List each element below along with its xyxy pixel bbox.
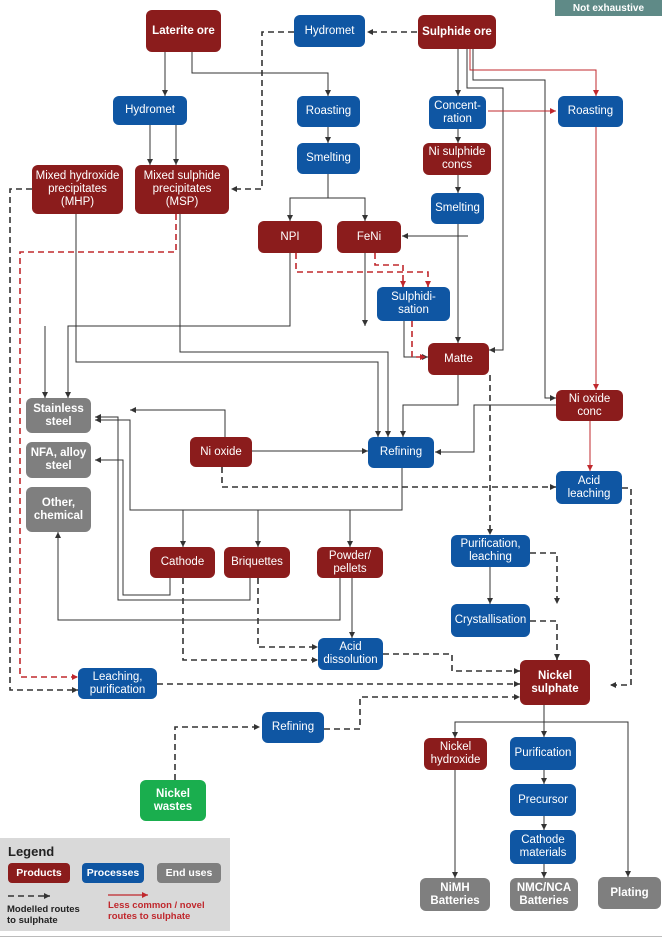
edge-npi-stainless — [65, 253, 291, 398]
node-concentration: Concent- ration — [429, 96, 486, 129]
edge-smelting-feni — [328, 197, 368, 221]
edge-powder-other — [55, 532, 341, 621]
node-stainless-steel: Stainless steel — [26, 398, 91, 433]
legend-novel-routes: Less common / novel routes to sulphate — [108, 900, 205, 922]
edge-sulphidisation-matte-red — [411, 321, 426, 360]
edge-crystallisation-nisulphate — [530, 620, 560, 660]
edge-refining-nisulphate — [324, 694, 520, 730]
node-nickel-sulphate: Nickel sulphate — [520, 660, 590, 705]
node-cathode-materials: Cathode materials — [510, 830, 576, 864]
legend: Legend Products Processes End uses Model… — [0, 838, 230, 931]
node-plating: Plating — [598, 877, 661, 909]
node-ni-oxide-conc: Ni oxide conc — [556, 390, 623, 421]
node-ni-sulphide-concs: Ni sulphide concs — [423, 143, 491, 175]
node-hydromet-left: Hydromet — [113, 96, 187, 125]
edge-acidleach-nisulphate — [610, 487, 632, 688]
node-nfa-alloy-steel: NFA, alloy steel — [26, 442, 91, 478]
node-cathode: Cathode — [150, 547, 215, 578]
node-hydromet-top: Hydromet — [294, 15, 365, 47]
node-briquettes: Briquettes — [224, 547, 290, 578]
node-smelting-right: Smelting — [431, 193, 484, 224]
edge-npi-sulphidisation-red — [295, 253, 431, 287]
node-sulphidisation: Sulphidi- sation — [377, 287, 450, 321]
edge-laterite-roasting — [191, 52, 331, 96]
not-exhaustive-badge: Not exhaustive — [555, 0, 662, 16]
node-feni: FeNi — [337, 221, 401, 253]
legend-route-lines — [8, 892, 148, 899]
edge-mhp-refining — [75, 214, 381, 437]
edge-feni-sulphidisation-red — [374, 253, 406, 287]
node-acid-dissolution: Acid dissolution — [318, 638, 383, 670]
edge-niconc-acidleach-left — [130, 407, 226, 437]
edge-mhp-leaching — [9, 188, 78, 693]
edge-acid-nisulphate — [383, 653, 520, 674]
node-msp: Mixed sulphide precipitates (MSP) — [135, 165, 229, 214]
edge-briquettes-acid — [257, 578, 318, 650]
edge-nioxide-acidleach — [221, 467, 556, 490]
legend-title: Legend — [8, 844, 55, 859]
edge-refining-cathode — [180, 468, 403, 547]
edge-briquettes-stainless — [95, 414, 251, 601]
node-laterite-ore: Laterite ore — [146, 10, 221, 52]
edge-sulphidisation-matte — [403, 321, 428, 360]
node-nmc-nca-batteries: NMC/NCA Batteries — [510, 878, 578, 911]
edge-matte-refining — [400, 375, 459, 437]
legend-end-uses-chip: End uses — [157, 863, 221, 883]
legend-modelled-routes: Modelled routes to sulphate — [7, 904, 80, 926]
node-leaching-purification: Leaching, purification — [78, 668, 157, 699]
node-refining-low: Refining — [262, 712, 324, 743]
edge-purif-nisulphate — [530, 552, 560, 604]
node-ni-oxide: Ni oxide — [190, 437, 252, 467]
node-purification: Purification — [510, 737, 576, 770]
edge-hydromet-msp-dash — [231, 31, 294, 192]
edge-cathode-acid — [182, 578, 318, 663]
node-smelting-mid: Smelting — [297, 143, 360, 174]
edge-nisulphate-plating — [544, 721, 631, 877]
node-roasting-right: Roasting — [558, 96, 623, 127]
edge-wastes-refining — [174, 724, 260, 780]
node-purification-leaching: Purification, leaching — [451, 535, 530, 567]
node-powder-pellets: Powder/ pellets — [317, 547, 383, 578]
edge-nisulphate-hydroxide — [452, 705, 545, 738]
bottom-rule — [0, 936, 662, 937]
edge-smelting-npi — [287, 174, 329, 221]
node-npi: NPI — [258, 221, 322, 253]
legend-processes-chip: Processes — [82, 863, 144, 883]
legend-products-chip: Products — [8, 863, 70, 883]
node-precursor: Precursor — [510, 784, 576, 816]
node-refining-mid: Refining — [368, 437, 434, 468]
node-mhp: Mixed hydroxide precipitates (MHP) — [32, 165, 123, 214]
edge-cathode-nfa — [95, 457, 171, 596]
edge-msp-leaching-red — [19, 214, 177, 680]
edge-sulphide-roasting-red — [469, 49, 599, 96]
node-crystallisation: Crystallisation — [451, 604, 530, 637]
edge-sulphide-matte — [466, 49, 504, 353]
node-nimh-batteries: NiMH Batteries — [420, 878, 490, 911]
node-nickel-hydroxide: Nickel hydroxide — [424, 738, 487, 770]
edge-msp-refining — [179, 214, 391, 437]
node-matte: Matte — [428, 343, 489, 375]
node-nickel-wastes: Nickel wastes — [140, 780, 206, 821]
node-sulphide-ore: Sulphide ore — [418, 15, 496, 49]
node-other-chemical: Other, chemical — [26, 487, 91, 532]
node-acid-leaching: Acid leaching — [556, 471, 622, 504]
node-roasting-mid: Roasting — [297, 96, 360, 127]
edge-niconc-refining — [435, 404, 556, 455]
